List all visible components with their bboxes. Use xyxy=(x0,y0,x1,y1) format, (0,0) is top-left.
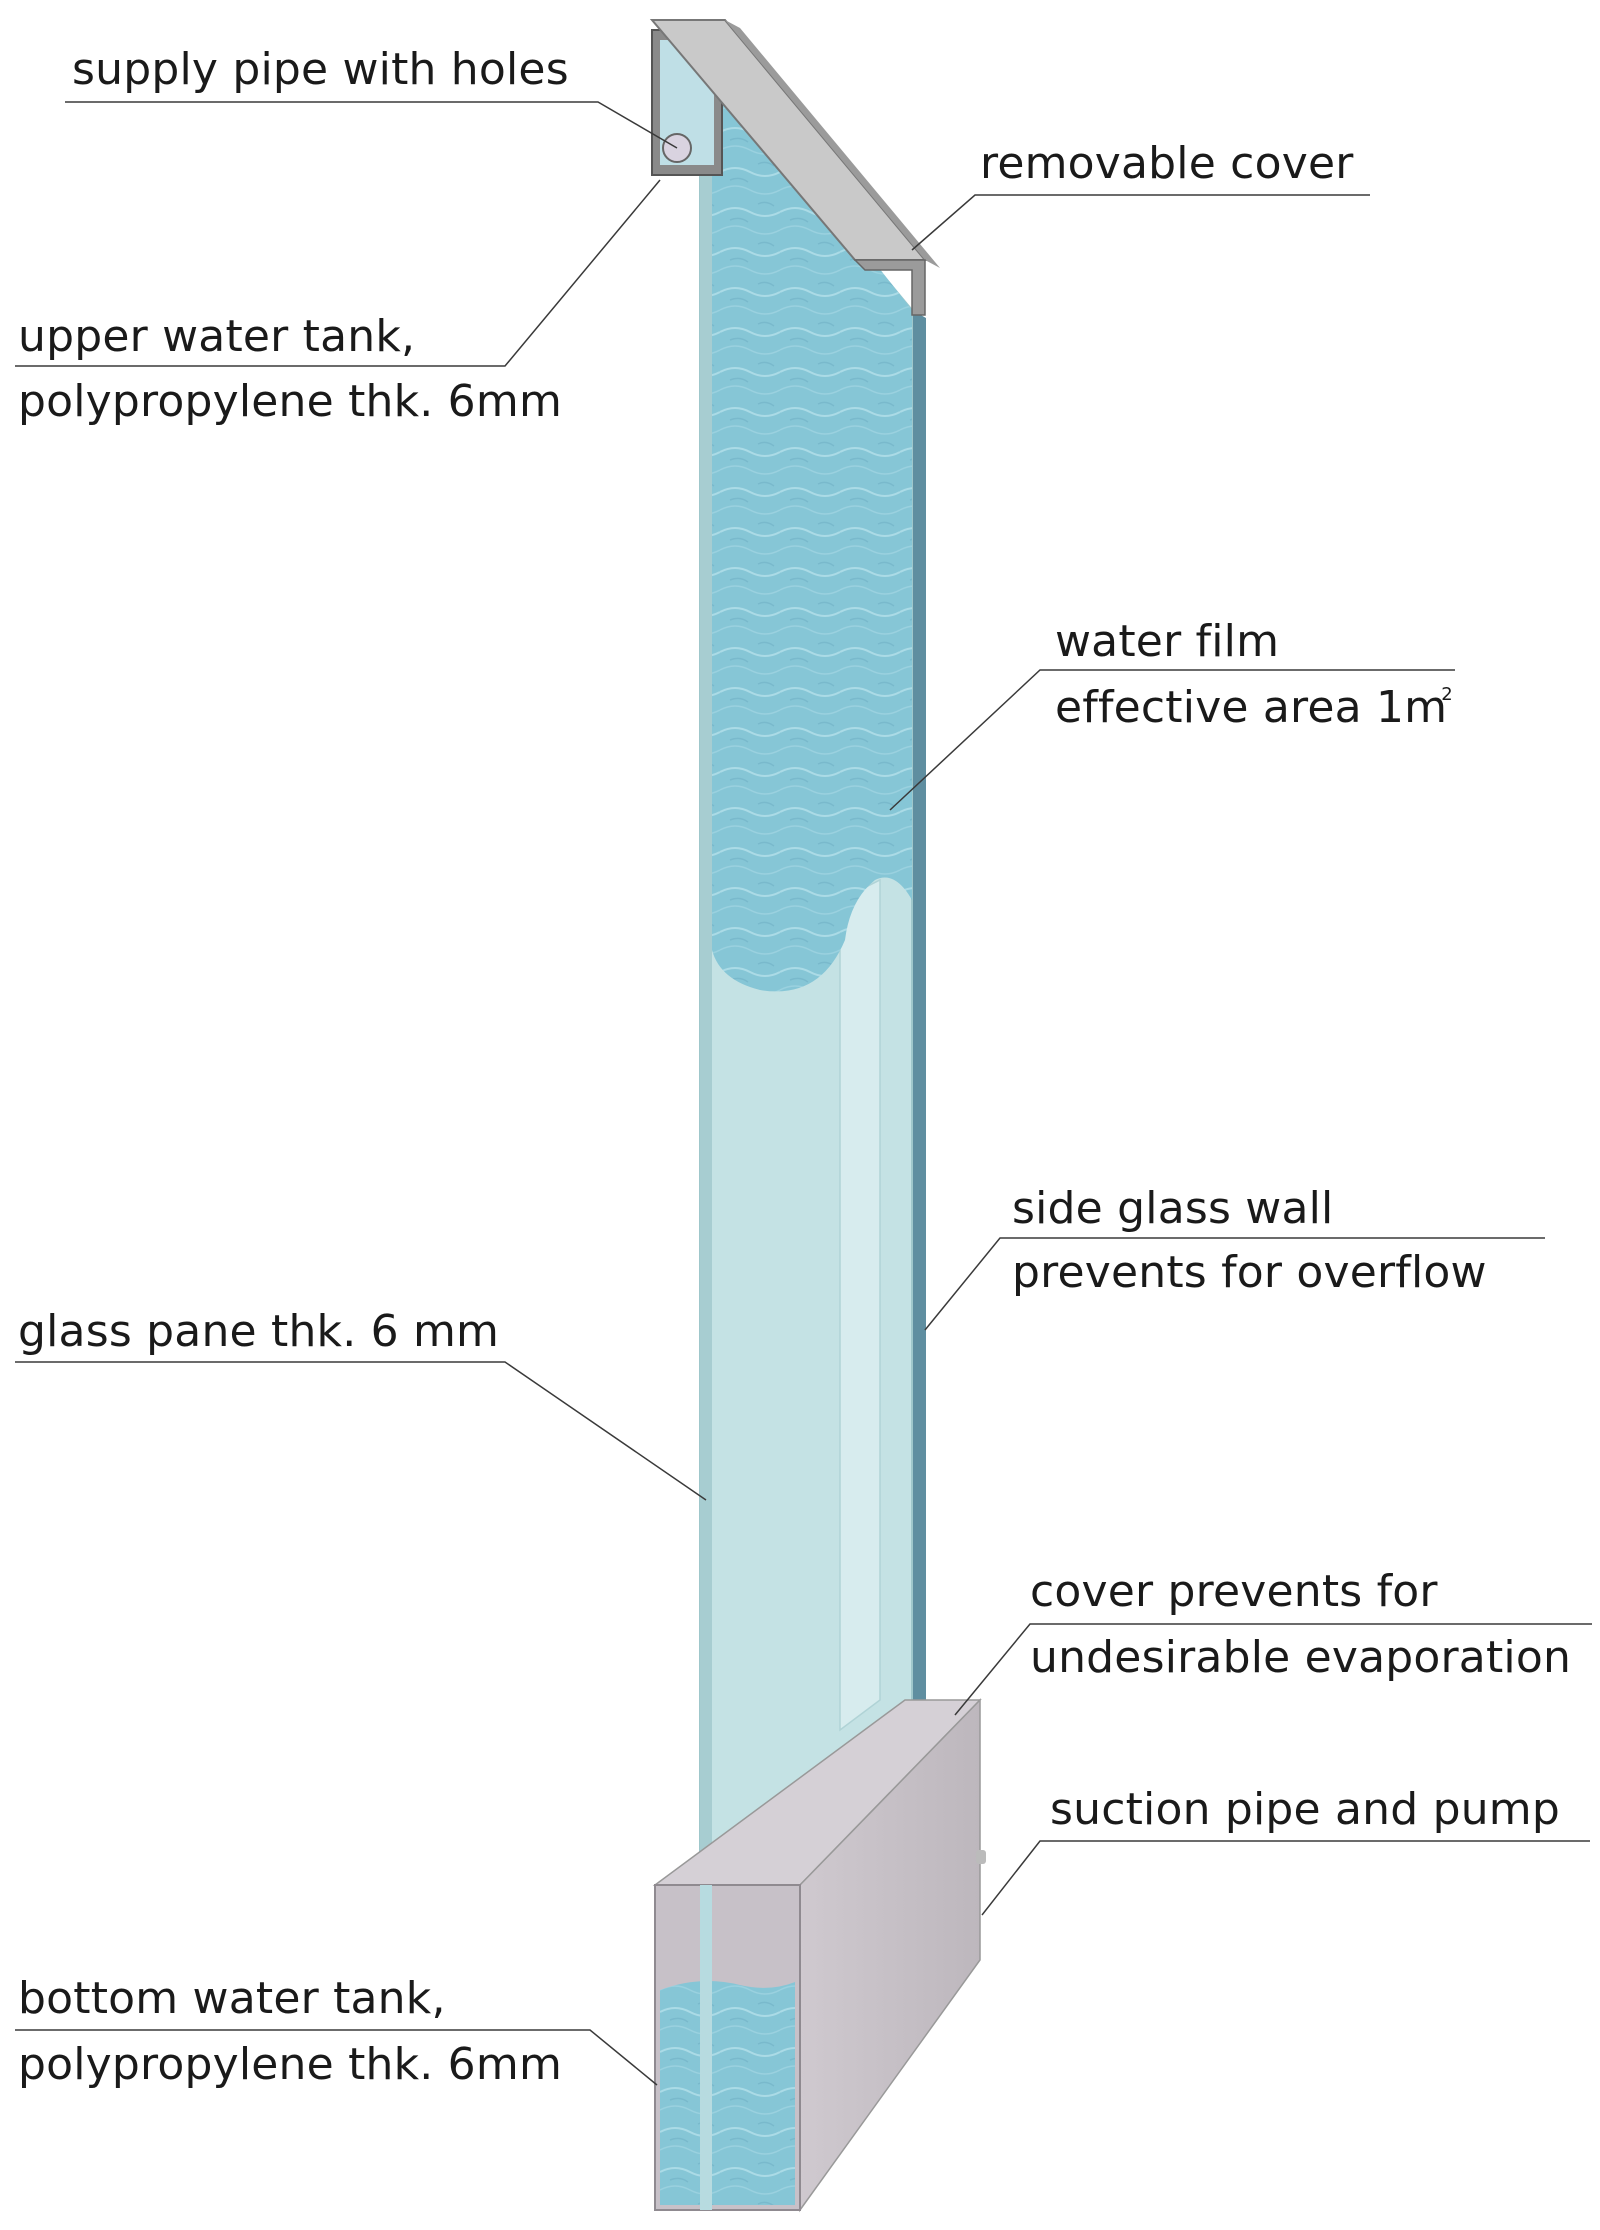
suction-pipe xyxy=(976,1850,986,1864)
label-supply-pipe: supply pipe with holes xyxy=(72,44,569,95)
glass-pane-edge xyxy=(700,55,712,1890)
label-upper-tank-line1: upper water tank, xyxy=(18,311,416,362)
label-removable-cover: removable cover xyxy=(980,138,1354,189)
label-cover-evap-line2: undesirable evaporation xyxy=(1030,1632,1572,1683)
leader-water-film xyxy=(889,669,1455,811)
label-side-wall-line2: prevents for overflow xyxy=(1012,1247,1487,1298)
leader-supply-pipe xyxy=(65,101,678,149)
bottom-tank-water xyxy=(660,1981,795,2205)
leader-glass-pane xyxy=(15,1361,707,1501)
leader-cover-evap xyxy=(954,1623,1592,1716)
removable-cover-side xyxy=(725,20,940,268)
label-bottom-tank-line1: bottom water tank, xyxy=(18,1973,446,2024)
label-water-film-line1: water film xyxy=(1055,616,1280,667)
leader-lines xyxy=(15,101,1592,2086)
water-film xyxy=(712,55,912,992)
leader-upper-tank xyxy=(15,179,661,367)
leader-bottom-tank xyxy=(15,2029,658,2086)
leader-suction xyxy=(981,1840,1590,1916)
bottom-tank-pane-slot xyxy=(700,1885,712,2210)
side-glass-wall xyxy=(912,310,926,1700)
label-bottom-tank-line2: polypropylene thk. 6mm xyxy=(18,2039,563,2090)
label-side-wall-line1: side glass wall xyxy=(1012,1183,1334,1234)
label-glass-pane: glass pane thk. 6 mm xyxy=(18,1306,500,1357)
water-film-area-superscript: 2 xyxy=(1441,684,1453,705)
label-upper-tank-line2: polypropylene thk. 6mm xyxy=(18,376,563,427)
glass-pane-inner-edge xyxy=(839,878,881,1732)
label-cover-evap-line1: cover prevents for xyxy=(1030,1566,1438,1617)
water-film-area-text: effective area 1m xyxy=(1055,682,1448,733)
leader-removable-cover xyxy=(911,194,1370,251)
label-water-film-line2: effective area 1m2 xyxy=(1055,676,1453,749)
removable-cover-front xyxy=(853,259,926,316)
leader-side-wall xyxy=(924,1237,1545,1331)
label-suction: suction pipe and pump xyxy=(1050,1784,1560,1835)
